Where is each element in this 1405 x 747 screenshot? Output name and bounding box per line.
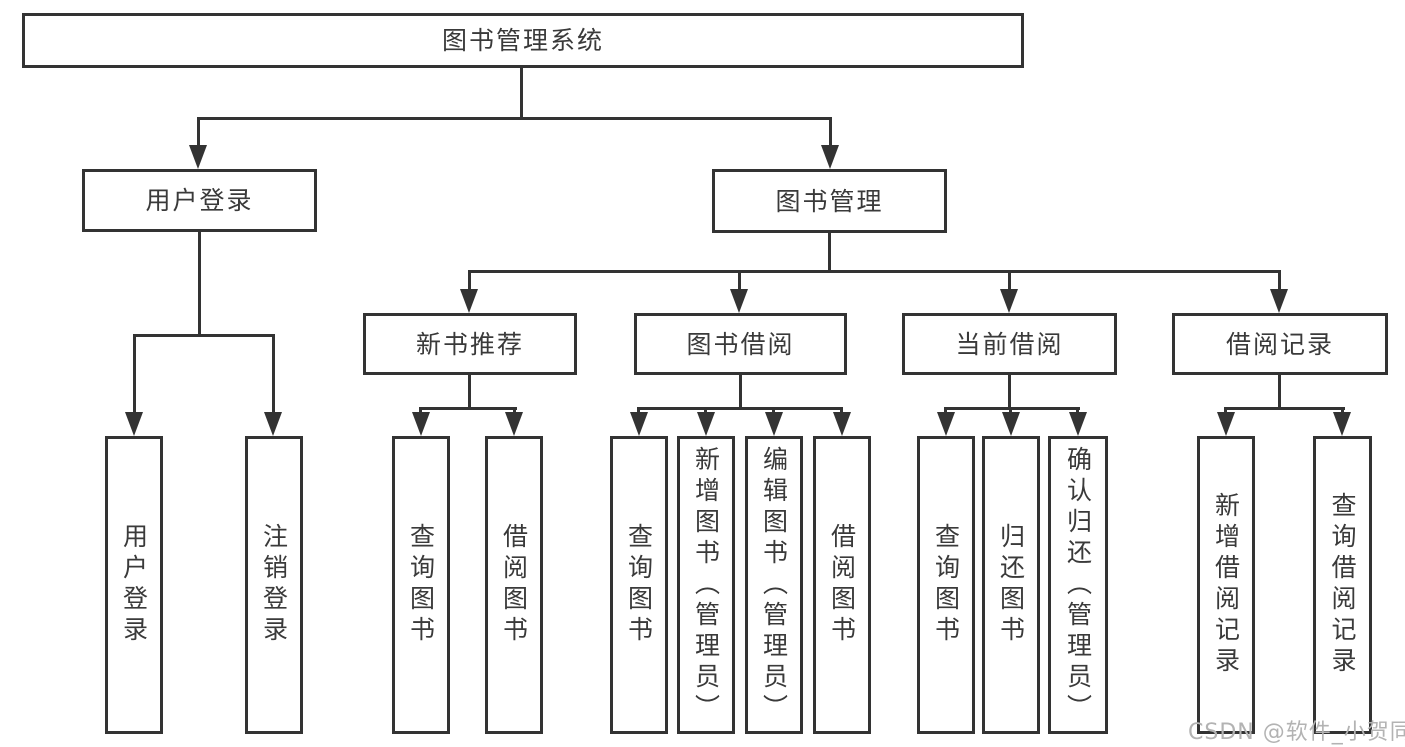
connector-line: [739, 375, 742, 409]
connector-line: [944, 407, 1080, 410]
arrow-down-icon: [460, 289, 478, 313]
node-label: 用户登录: [119, 523, 149, 647]
connector-line: [1278, 375, 1281, 409]
connector-line: [198, 232, 201, 336]
arrow-down-icon: [125, 412, 143, 436]
connector-line: [133, 334, 275, 337]
arrow-down-icon: [730, 289, 748, 313]
node-label: 用户登录: [145, 186, 254, 215]
connector-line: [1224, 407, 1345, 410]
arrow-down-icon: [1000, 289, 1018, 313]
node-new-book-recommend: 新书推荐: [363, 313, 577, 375]
node-label: 查询借阅记录: [1328, 492, 1357, 678]
arrow-down-icon: [505, 412, 523, 436]
leaf-records-query-record: 查询借阅记录: [1313, 436, 1372, 734]
arrow-down-icon: [189, 145, 207, 169]
arrow-down-icon: [1069, 412, 1087, 436]
node-label: 新书推荐: [415, 329, 524, 359]
node-label: 借阅记录: [1225, 329, 1334, 359]
connector-line: [197, 117, 832, 120]
node-library-system: 图书管理系统: [22, 13, 1024, 68]
connector-line: [468, 270, 471, 294]
node-label: 当前借阅: [955, 329, 1064, 359]
connector-line: [738, 270, 741, 294]
connector-line: [419, 407, 517, 410]
connector-line: [520, 68, 523, 118]
leaf-borrow-edit-book-admin: 编辑图书（管理员）: [745, 436, 803, 734]
arrow-down-icon: [697, 412, 715, 436]
arrow-down-icon: [821, 145, 839, 169]
node-label: 图书管理系统: [441, 26, 604, 55]
arrow-down-icon: [1270, 289, 1288, 313]
node-user-login: 用户登录: [82, 169, 317, 232]
leaf-current-confirm-return-admin: 确认归还（管理员）: [1048, 436, 1108, 734]
node-label: 新增图书（管理员）: [691, 445, 721, 725]
connector-line: [1278, 270, 1281, 294]
connector-line: [637, 407, 843, 410]
connector-line: [1008, 270, 1011, 294]
node-label: 图书借阅: [686, 329, 795, 359]
leaf-current-query-book: 查询图书: [917, 436, 975, 734]
node-label: 新增借阅记录: [1211, 492, 1241, 678]
connector-line: [133, 334, 136, 416]
leaf-borrow-add-book-admin: 新增图书（管理员）: [677, 436, 735, 734]
node-label: 查询图书: [931, 523, 961, 647]
node-book-borrow: 图书借阅: [634, 313, 847, 375]
node-label: 查询图书: [624, 523, 654, 647]
leaf-newrec-borrow-book: 借阅图书: [485, 436, 543, 734]
node-book-management: 图书管理: [712, 169, 947, 233]
connector-line: [828, 233, 831, 272]
connector-line: [468, 375, 471, 409]
arrow-down-icon: [264, 412, 282, 436]
arrow-down-icon: [833, 412, 851, 436]
arrow-down-icon: [1217, 412, 1235, 436]
node-label: 借阅图书: [827, 523, 857, 647]
connector-line: [829, 117, 832, 148]
connector-line: [197, 117, 200, 148]
connector-line: [1008, 375, 1011, 409]
node-label: 注销登录: [259, 523, 289, 647]
leaf-user-login: 用户登录: [105, 436, 163, 734]
leaf-logout: 注销登录: [245, 436, 303, 734]
leaf-current-return-book: 归还图书: [982, 436, 1040, 734]
connector-line: [272, 334, 275, 416]
connector-line: [468, 270, 1281, 273]
leaf-borrow-query-book: 查询图书: [610, 436, 668, 734]
node-label: 借阅图书: [499, 523, 529, 647]
node-label: 图书管理: [775, 186, 884, 216]
arrow-down-icon: [412, 412, 430, 436]
arrow-down-icon: [765, 412, 783, 436]
arrow-down-icon: [630, 412, 648, 436]
node-label: 归还图书: [996, 523, 1026, 647]
arrow-down-icon: [1333, 412, 1351, 436]
watermark: CSDN @软件_小贺同学: [1188, 720, 1405, 745]
arrow-down-icon: [1002, 412, 1020, 436]
node-label: 确认归还（管理员）: [1063, 445, 1093, 725]
node-borrow-records: 借阅记录: [1172, 313, 1388, 375]
arrow-down-icon: [937, 412, 955, 436]
leaf-newrec-query-book: 查询图书: [392, 436, 450, 734]
node-label: 查询图书: [406, 523, 436, 647]
leaf-borrow-borrow-book: 借阅图书: [813, 436, 871, 734]
node-current-borrow: 当前借阅: [902, 313, 1117, 375]
node-label: 编辑图书（管理员）: [759, 445, 789, 725]
leaf-records-add-record: 新增借阅记录: [1197, 436, 1255, 734]
